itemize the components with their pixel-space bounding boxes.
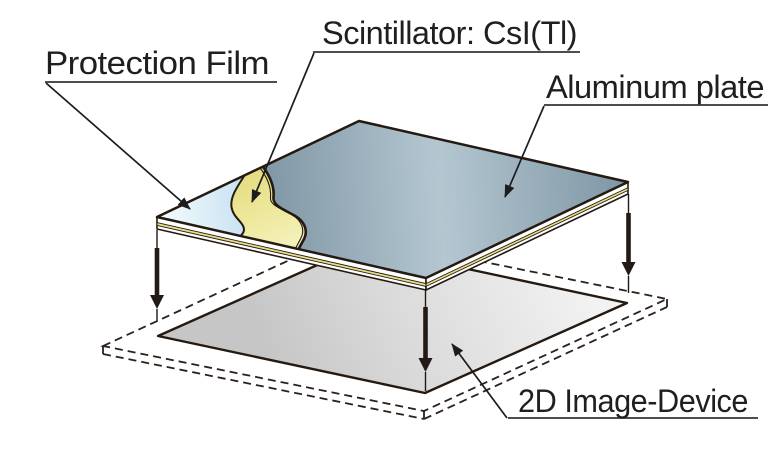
image-device-plate <box>156 244 629 395</box>
label-scintillator: Scintillator: CsI(Tl) <box>322 15 577 51</box>
dashed-frame <box>100 233 670 420</box>
film-scintillator-boundary <box>230 172 247 241</box>
dashed-frame-bottom-left-edge <box>102 353 425 420</box>
scintillator-edge-stripe-right <box>425 187 629 287</box>
scintillator-aluminum-boundary <box>259 162 307 257</box>
leader-scintillator <box>251 52 315 203</box>
leader-protection-film <box>45 82 191 210</box>
label-protection-film: Protection Film <box>45 45 269 81</box>
down-arrow-center <box>418 290 433 391</box>
label-image-device: 2D Image-Device <box>518 383 748 419</box>
leader-aluminum-plate <box>504 105 545 198</box>
placement-arrows <box>150 194 636 391</box>
down-arrow-right <box>621 194 636 293</box>
plate-top-face-outline <box>155 119 630 280</box>
aluminum-plate-area <box>260 121 628 278</box>
dashed-frame-bottom-right-edge <box>423 306 668 420</box>
leader-image-device <box>451 343 508 419</box>
leader-lines <box>45 52 545 419</box>
down-arrow-left <box>150 230 164 322</box>
dashed-frame-corner-ticks <box>102 299 668 419</box>
plate-side-faces <box>156 181 629 291</box>
label-underlines <box>45 51 768 419</box>
label-aluminum-plate: Aluminum plate <box>546 69 764 105</box>
